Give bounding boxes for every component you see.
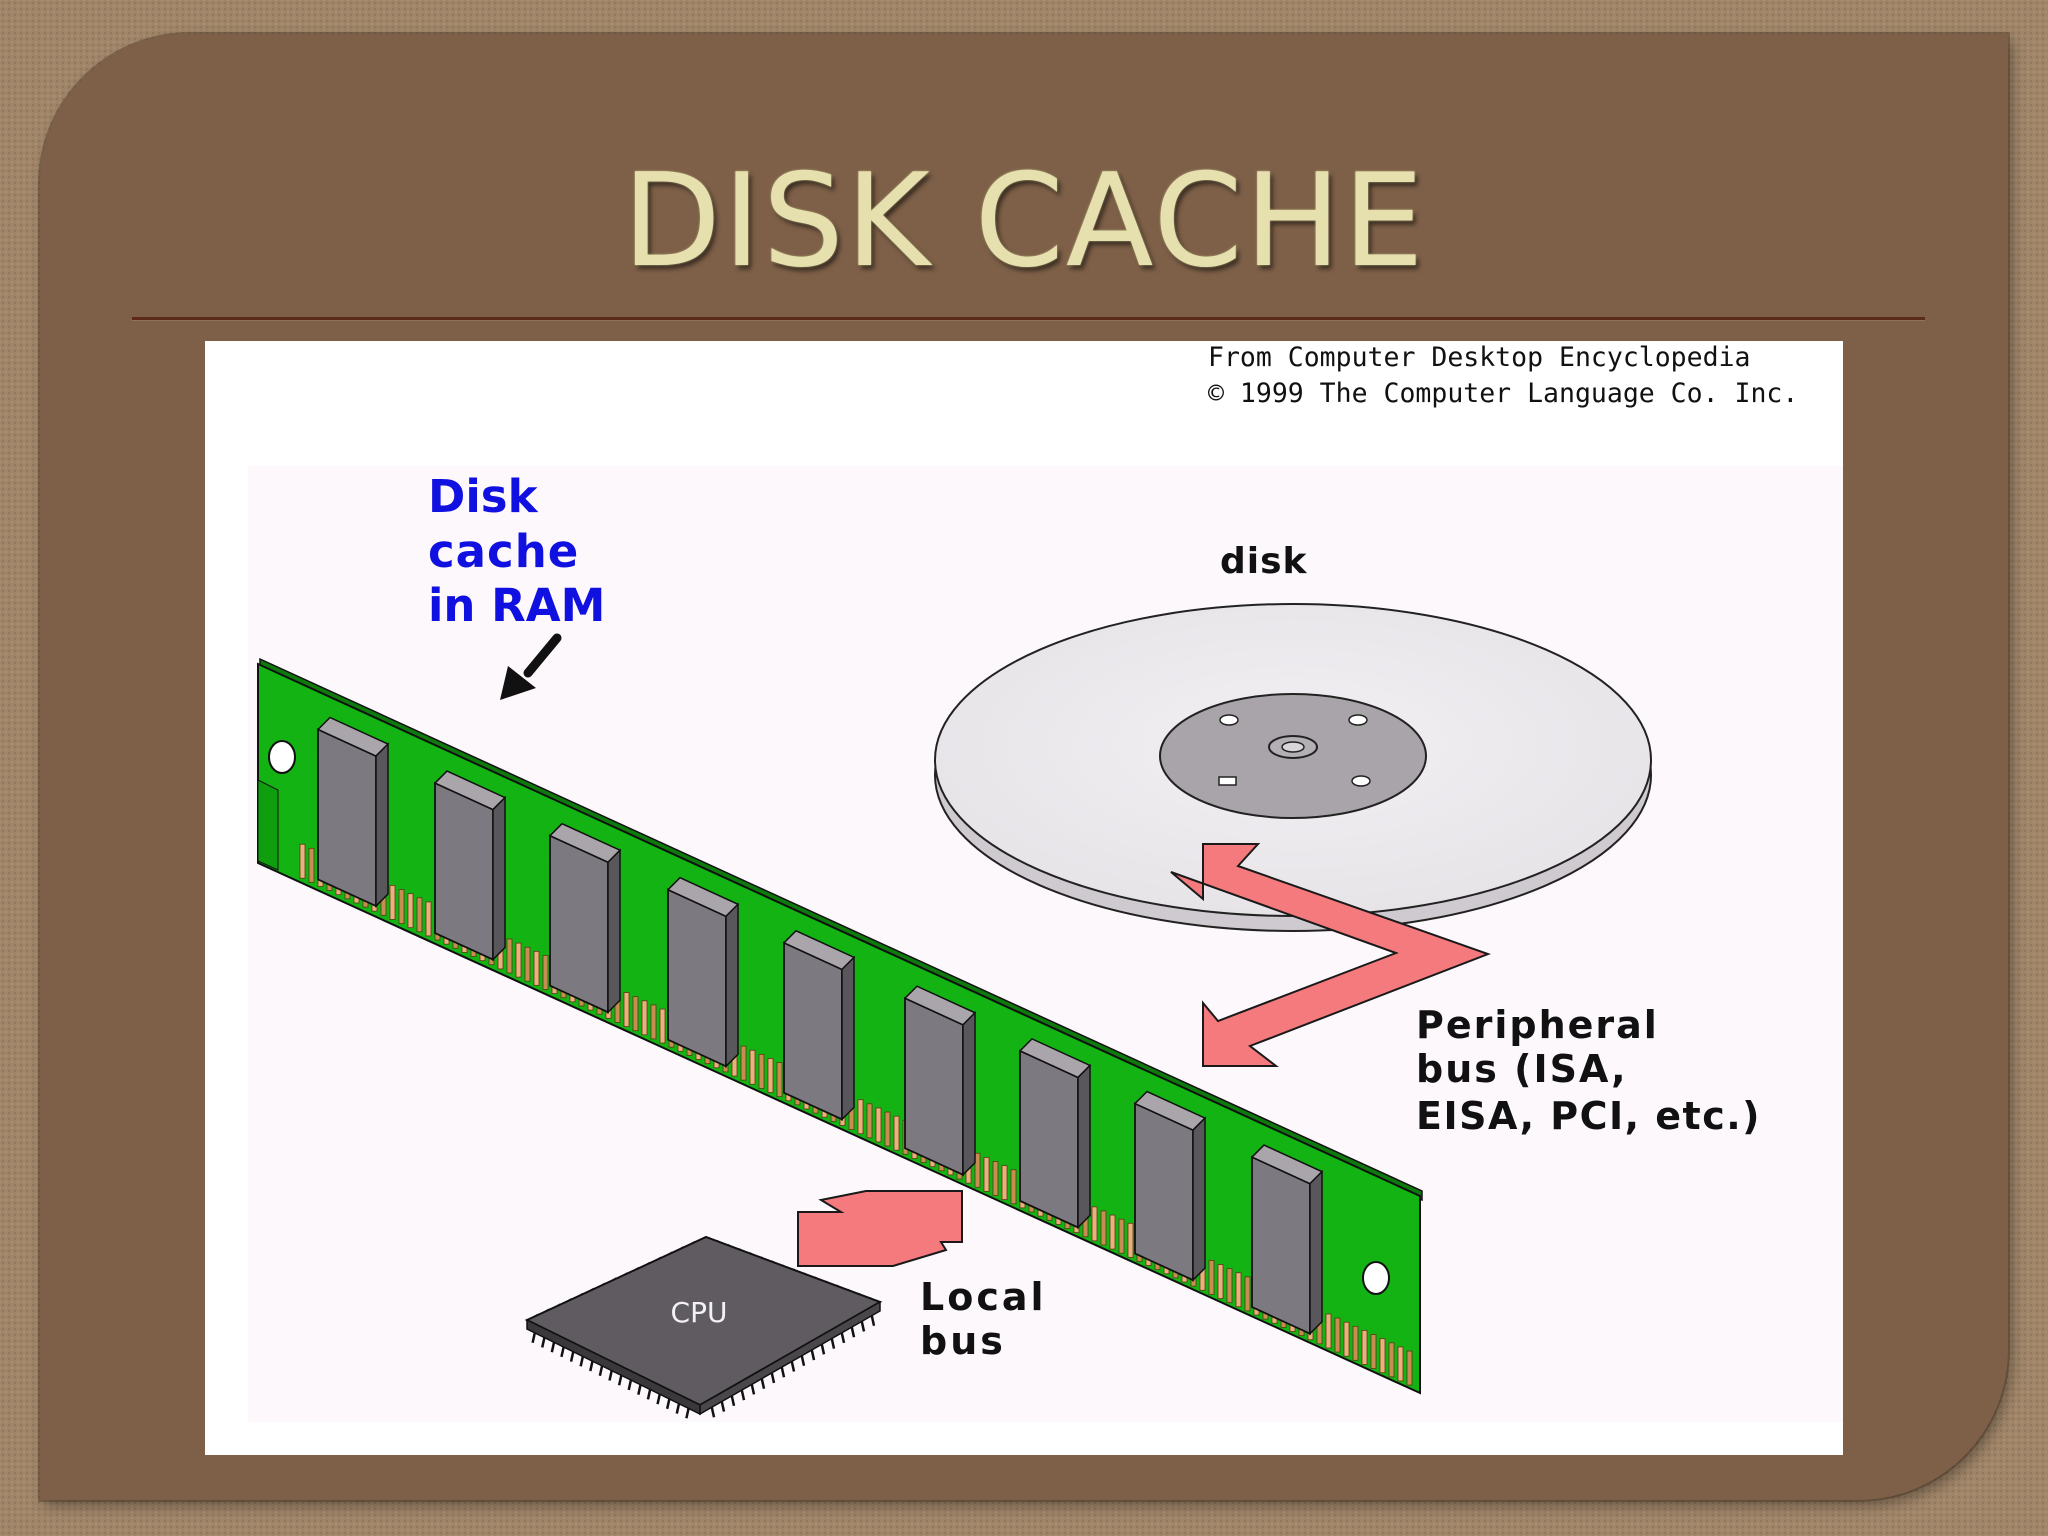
memory-chip-side	[1078, 1065, 1090, 1227]
memory-chip	[1020, 1039, 1090, 1228]
ram-edge-contact	[993, 1162, 998, 1196]
ram-edge-contact	[1407, 1351, 1412, 1385]
ram-edge-contact	[399, 890, 404, 924]
ram-edge-contact	[525, 947, 530, 981]
disk-hub	[1160, 694, 1426, 818]
ram-edge-contact	[1218, 1265, 1223, 1299]
ram-edge-contact	[309, 848, 314, 882]
memory-chip-face	[905, 998, 963, 1175]
ram-edge-contact	[1227, 1269, 1232, 1303]
ram-edge-contact	[1380, 1339, 1385, 1373]
memory-chip	[668, 878, 738, 1067]
ram-mounting-hole	[1363, 1262, 1389, 1294]
ram-edge-contact	[651, 1005, 656, 1039]
ram-edge-contact	[984, 1157, 989, 1191]
ram-edge-contact	[633, 997, 638, 1031]
ram-edge-contact	[1092, 1207, 1097, 1241]
ram-edge-contact	[1011, 1170, 1016, 1204]
ram-edge-contact	[417, 898, 422, 932]
disk-cache-label-line-1: Disk	[428, 470, 539, 523]
memory-chip-face	[318, 729, 376, 906]
ram-edge-contact	[300, 844, 305, 878]
ram-edge-contact	[1371, 1335, 1376, 1369]
ram-edge-contact	[867, 1104, 872, 1138]
ram-edge-contact	[1362, 1330, 1367, 1364]
memory-chip	[1135, 1092, 1205, 1281]
ram-edge-contact	[516, 943, 521, 977]
memory-chip-face	[550, 836, 608, 1013]
memory-chip-side	[376, 744, 388, 906]
ram-edge-contact	[390, 885, 395, 919]
ram-edge-contact	[741, 1046, 746, 1080]
memory-chip-side	[842, 957, 854, 1119]
ram-edge-contact	[894, 1116, 899, 1150]
memory-chip	[550, 824, 620, 1013]
memory-chip-side	[493, 798, 505, 960]
memory-chip-side	[1193, 1118, 1205, 1280]
ram-edge-contact	[534, 951, 539, 985]
ram-edge-contact	[1326, 1314, 1331, 1348]
peripheral-bus-label-line-3: EISA, PCI, etc.)	[1416, 1094, 1761, 1138]
ram-edge-contact	[624, 993, 629, 1027]
ram-edge-contact	[1101, 1211, 1106, 1245]
memory-chip-side	[726, 904, 738, 1066]
peripheral-bus-label-line-1: Peripheral	[1416, 1003, 1659, 1047]
memory-chip	[435, 771, 505, 960]
ram-edge-contact	[1389, 1343, 1394, 1377]
ram-edge-contact	[1344, 1322, 1349, 1356]
ram-edge-contact	[759, 1054, 764, 1088]
memory-chip-side	[963, 1013, 975, 1175]
memory-chip-face	[435, 783, 493, 960]
ram-edge-contact	[426, 902, 431, 936]
memory-chip	[1252, 1145, 1322, 1334]
memory-chip-face	[1135, 1104, 1193, 1281]
ram-edge-contact	[1236, 1273, 1241, 1307]
ram-edge-contact	[408, 894, 413, 928]
ram-edge-contact	[642, 1001, 647, 1035]
memory-chip-face	[668, 890, 726, 1067]
ram-edge-contact	[858, 1100, 863, 1134]
ram-edge-contact	[1209, 1260, 1214, 1294]
disk-cache-label-line-2: cache	[428, 525, 579, 578]
ram-edge-contact	[1119, 1219, 1124, 1253]
ram-edge-contact	[1245, 1277, 1250, 1311]
ram-edge-contact	[660, 1009, 665, 1043]
memory-chip	[318, 717, 388, 906]
ram-mounting-hole	[269, 741, 295, 773]
ram-edge-contact	[768, 1058, 773, 1092]
ram-edge-contact	[876, 1108, 881, 1142]
ram-edge-contact	[1335, 1318, 1340, 1352]
memory-chip-face	[1020, 1051, 1078, 1228]
ram-edge-contact	[507, 939, 512, 973]
ram-edge-contact	[1128, 1223, 1133, 1257]
memory-chip	[784, 931, 854, 1120]
disk-cache-label-line-3: in RAM	[428, 579, 605, 632]
disk-label: disk	[1220, 541, 1308, 582]
memory-chip-side	[608, 850, 620, 1012]
ram-edge-contact	[885, 1112, 890, 1146]
ram-edge-contact	[1002, 1166, 1007, 1200]
local-bus-label-line-1: Local	[920, 1275, 1047, 1319]
ram-edge-contact	[1110, 1215, 1115, 1249]
ram-edge-contact	[750, 1050, 755, 1084]
memory-chip	[905, 986, 975, 1175]
ram-edge-contact	[1398, 1347, 1403, 1381]
memory-chip-face	[784, 943, 842, 1120]
ram-edge-contact	[1353, 1326, 1358, 1360]
ram-edge-contact	[543, 955, 548, 989]
memory-chip-face	[1252, 1157, 1310, 1334]
memory-chip-side	[1310, 1172, 1322, 1334]
peripheral-bus-label-line-2: bus (ISA,	[1416, 1047, 1628, 1091]
ram-edge-contact	[777, 1063, 782, 1097]
local-bus-label-line-2: bus	[920, 1319, 1006, 1363]
cpu-label: CPU	[671, 1296, 728, 1329]
